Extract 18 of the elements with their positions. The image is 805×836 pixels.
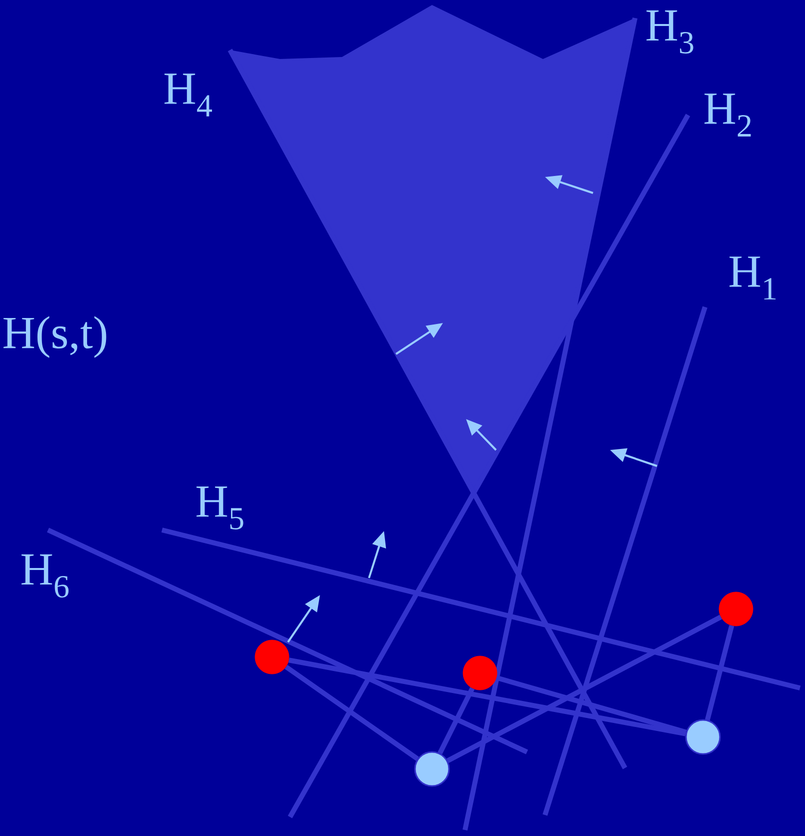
edge-line — [438, 687, 475, 754]
hyperplane-label: H(s,t) — [4, 316, 106, 358]
edge-line — [446, 614, 722, 763]
hyperplane-label: H$_{1}$ — [730, 256, 776, 300]
vertex-dot — [685, 719, 721, 755]
edge-line — [284, 664, 419, 761]
hyperplane-label: H$_{3}$ — [646, 10, 694, 54]
edge-line — [496, 675, 687, 735]
vertex-dot — [718, 592, 754, 626]
edge-line — [705, 625, 734, 720]
vertex-dot — [414, 751, 450, 787]
hyperplane-label: H$_{2}$ — [704, 94, 751, 136]
hyperplane-label: H$_{4}$ — [164, 74, 212, 116]
hyperplane-label: H$_{5}$ — [196, 486, 244, 530]
vertex-dot — [254, 640, 290, 674]
edge-line — [288, 658, 686, 736]
hyperplane-label: H$_{6}$ — [22, 554, 69, 598]
vertex-dot — [462, 656, 498, 690]
